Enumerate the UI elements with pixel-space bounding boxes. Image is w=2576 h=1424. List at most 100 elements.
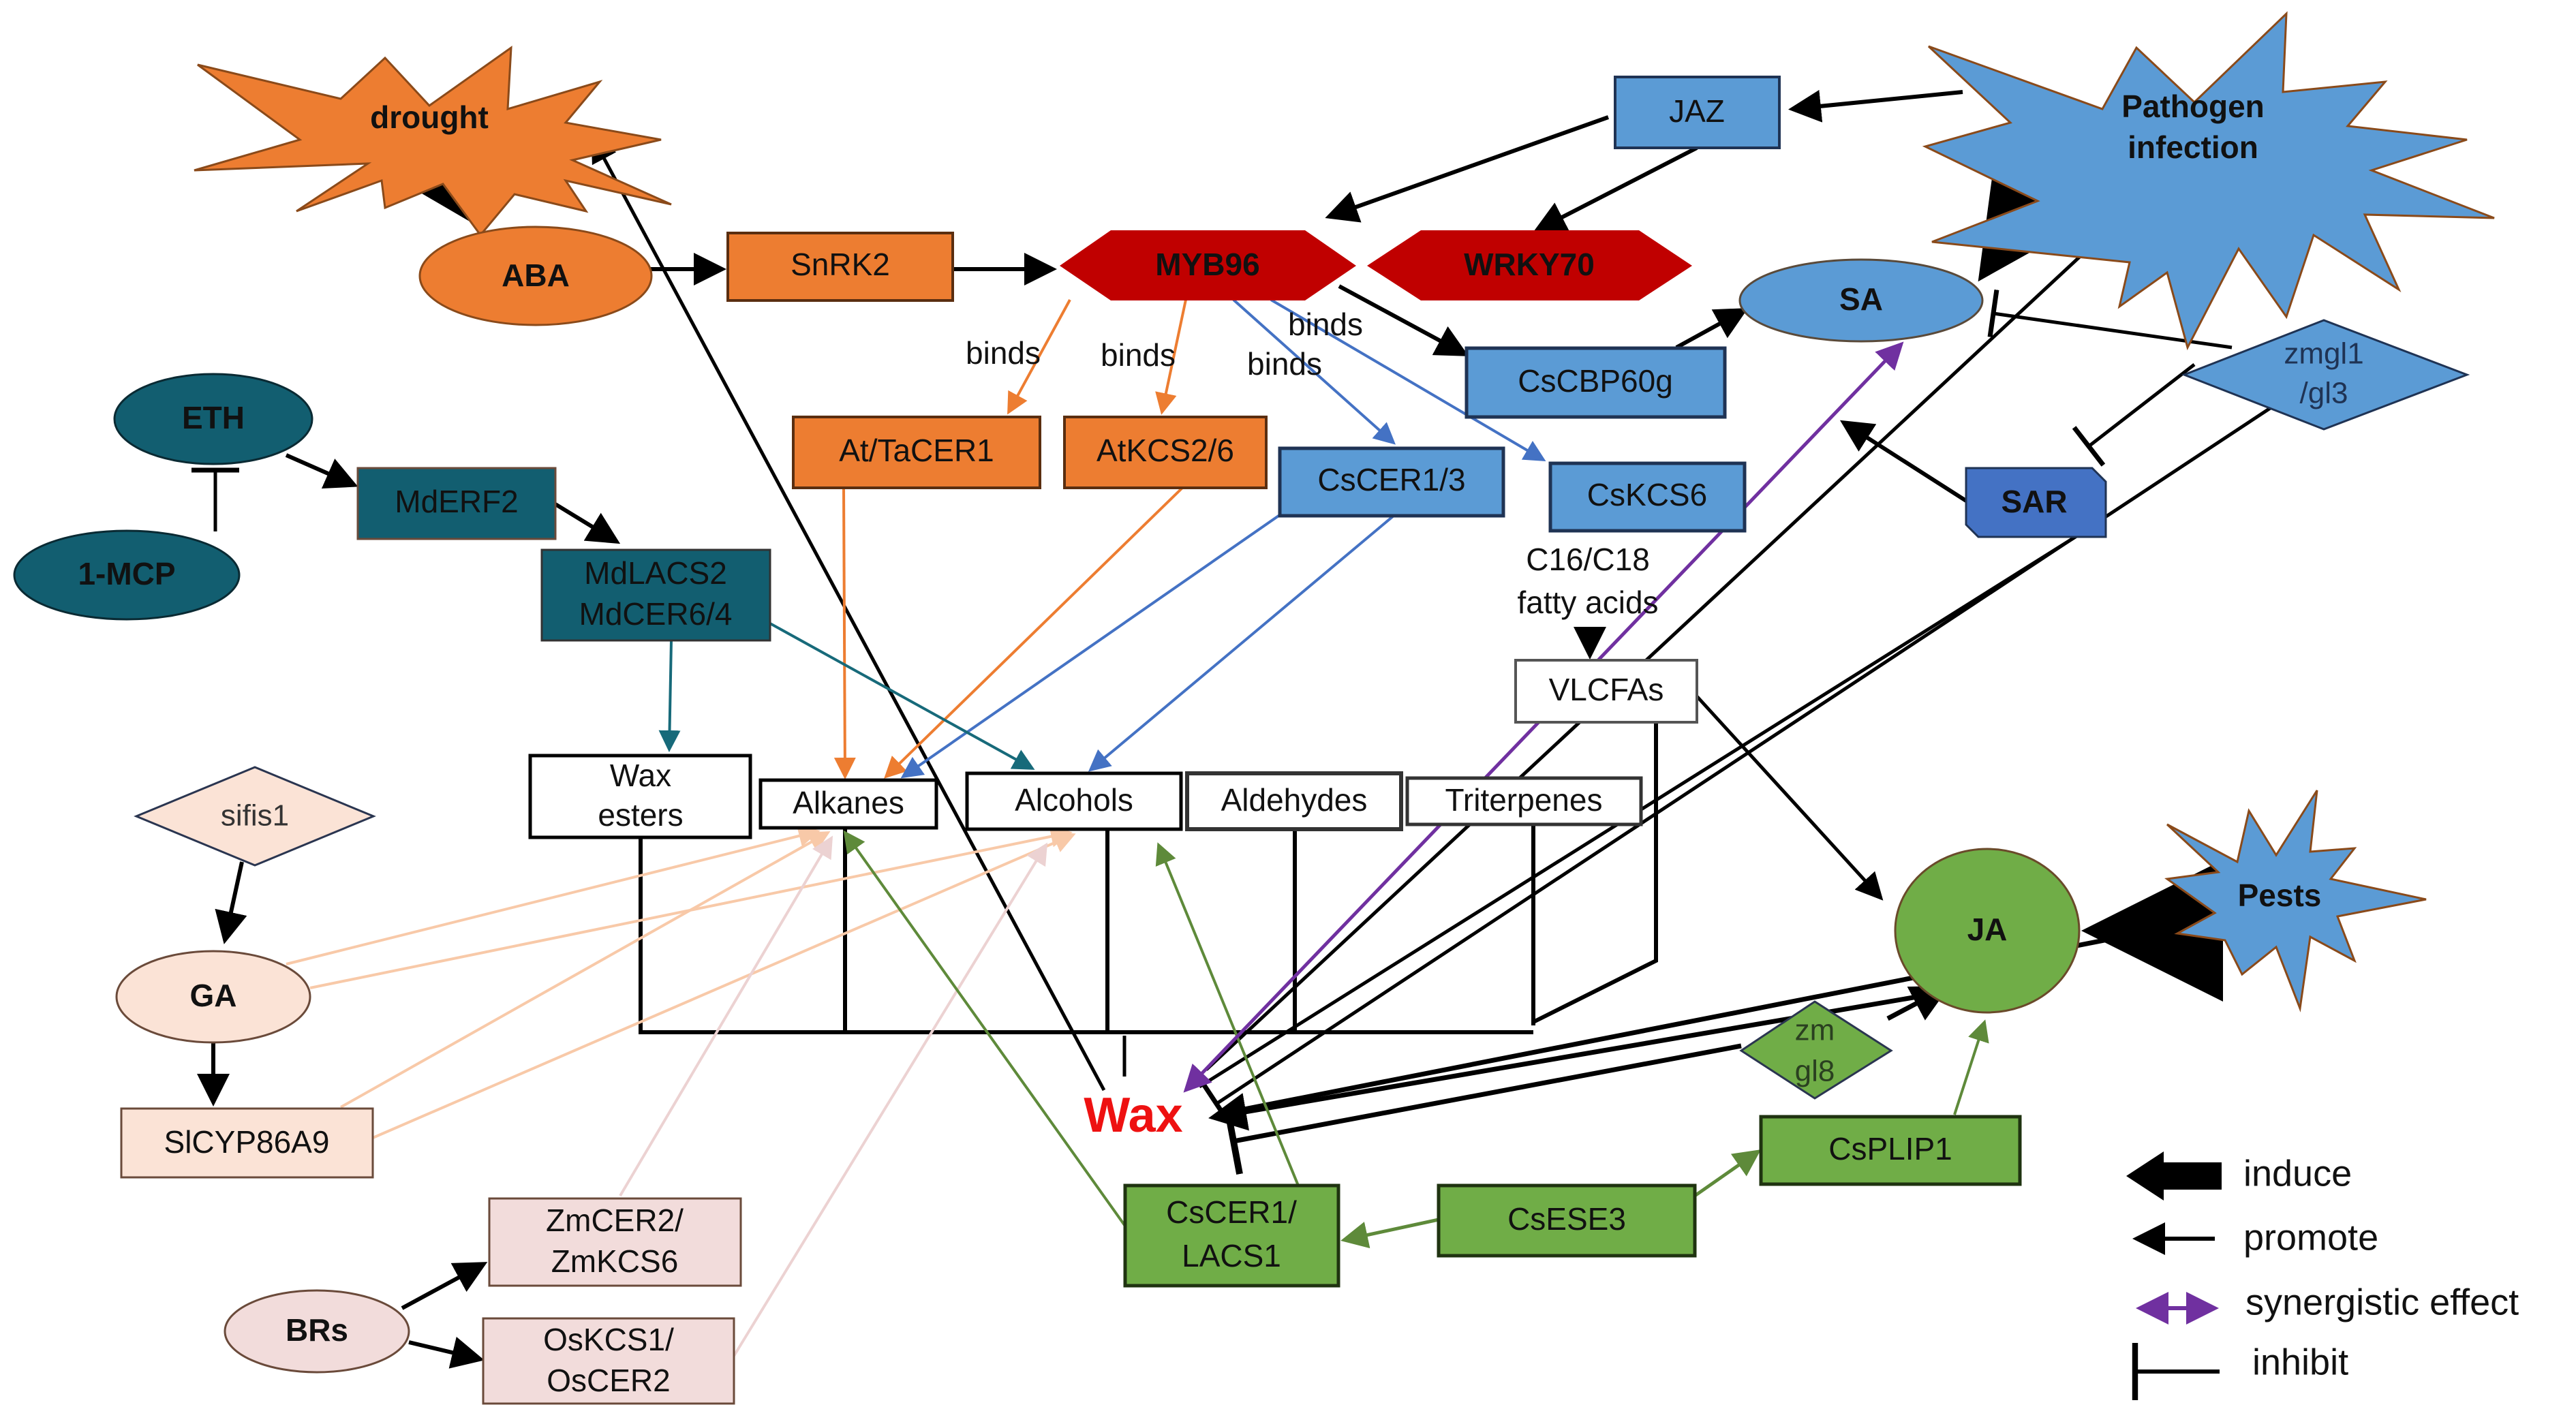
node-ga: GA — [115, 950, 311, 1044]
brs-label: BRs — [286, 1312, 348, 1348]
edge-mdlacs2-waxesters — [658, 640, 681, 752]
oskcs1-label-line2: OsCER2 — [547, 1363, 670, 1398]
node-alkanes: Alkanes — [758, 778, 938, 830]
alkanes-box — [758, 778, 938, 830]
cscer13-box — [1278, 446, 1505, 518]
wrky70-label: WRKY70 — [1464, 247, 1595, 282]
edge-cscer13-alcohols — [1088, 514, 1395, 772]
mdlacs2-box — [540, 548, 771, 642]
node-alcohols: Alcohols — [965, 771, 1183, 831]
cskcs6-box — [1548, 461, 1747, 533]
node-cscer13: CsCER1/3 — [1278, 446, 1505, 518]
edge-slcyp-alkanes — [340, 831, 831, 1109]
induce-arrow-icon — [2126, 1151, 2222, 1201]
triterpenes-box — [1405, 776, 1643, 826]
node-sa: SA — [1738, 258, 1984, 343]
edge-jaz-myb96 — [1325, 115, 1610, 223]
node-attacer1: At/TaCER1 — [792, 416, 1041, 489]
vlcfas-box — [1514, 659, 1698, 724]
cscer1-lacs1-box — [1123, 1183, 1340, 1288]
aldehydes-label: Aldehydes — [1221, 782, 1368, 818]
edge-cscer1lacs1-alkanes — [843, 830, 1129, 1231]
alcohols-label: Alcohols — [1015, 782, 1133, 818]
mcp-label: 1-MCP — [78, 556, 175, 591]
zmcer2-label-line2: ZmKCS6 — [551, 1243, 679, 1279]
edge-cscbp60g-sa — [1675, 308, 1749, 350]
node-brs: BRs — [224, 1289, 410, 1374]
aba-ellipse — [418, 226, 653, 326]
node-wrky70: WRKY70 — [1367, 230, 1692, 300]
wrky70-hexagon — [1367, 230, 1692, 300]
node-pests: Pests — [2164, 790, 2427, 1012]
edge-csplip1-ja — [1953, 1019, 1989, 1115]
node-mderf2: MdERF2 — [356, 467, 557, 540]
node-triterpenes: Triterpenes — [1405, 776, 1643, 826]
fatty-acids-label-line2: fatty acids — [1517, 585, 1658, 620]
csplip1-box — [1759, 1115, 2022, 1186]
edge-mderf2-mdlacs2 — [554, 502, 621, 544]
aba-label: ABA — [502, 258, 570, 293]
pathogen-label-line2: infection — [2128, 129, 2258, 165]
ja-circle — [1894, 848, 2081, 1014]
mderf2-box — [356, 467, 557, 540]
edge-zmcer2-alkanes — [619, 835, 833, 1197]
node-myb96: MYB96 — [1060, 230, 1356, 300]
node-aldehydes: Aldehydes — [1185, 771, 1403, 831]
zmgl8-diamond — [1739, 1000, 1893, 1100]
myb96-label: MYB96 — [1155, 247, 1259, 282]
node-csplip1: CsPLIP1 — [1759, 1115, 2022, 1186]
cscer1-lacs1-label-line1: CsCER1/ — [1166, 1194, 1297, 1230]
zmcer2-label-line1: ZmCER2/ — [546, 1203, 684, 1238]
legend: induce promote synergistic effect inhibi… — [2126, 1151, 2519, 1400]
node-eth: ETH — [113, 373, 313, 465]
edge-atkcs26-alkanes — [884, 486, 1184, 779]
node-oskcs1-oscer2: OsKCS1/ OsCER2 — [482, 1317, 735, 1405]
cscer13-label: CsCER1/3 — [1317, 462, 1465, 497]
node-ja: JA — [1894, 848, 2081, 1014]
edge-myb96-atkcs26 — [1155, 299, 1187, 415]
eth-label: ETH — [182, 400, 245, 435]
edge-brs-oskcs1 — [408, 1336, 485, 1369]
alcohols-box — [965, 771, 1183, 831]
wax-components-bracket — [639, 722, 1658, 1034]
oskcs1-box — [482, 1317, 735, 1405]
myb96-hexagon — [1060, 230, 1356, 300]
sa-ellipse — [1738, 258, 1984, 343]
node-snrk2: SnRK2 — [726, 232, 954, 302]
edge-csese3-csplip1 — [1693, 1149, 1762, 1198]
edge-eth-mderf2 — [285, 453, 358, 489]
triterpenes-label: Triterpenes — [1445, 782, 1603, 818]
node-slcyp86a9: SlCYP86A9 — [120, 1107, 374, 1179]
binds-label-cskcs6: binds — [1288, 307, 1363, 342]
ja-label: JA — [1967, 912, 2008, 947]
edge-oskcs1-alcohols — [733, 842, 1048, 1357]
edge-attacer1-alkanes — [833, 487, 856, 779]
node-aba: ABA — [418, 226, 653, 326]
node-zmcer2-zmkcs6: ZmCER2/ ZmKCS6 — [488, 1197, 742, 1287]
slcyp86a9-box — [120, 1107, 374, 1179]
legend-label-promote: promote — [2243, 1217, 2378, 1258]
edge-brs-zmcer2 — [401, 1262, 488, 1310]
legend-label-synergistic: synergistic effect — [2245, 1282, 2519, 1322]
node-wax-esters: Wax esters — [528, 754, 752, 839]
cscbp60g-box — [1465, 346, 1727, 419]
sa-label: SA — [1839, 281, 1883, 317]
drought-label: drought — [370, 99, 489, 135]
atkcs26-box — [1063, 416, 1268, 489]
edge-wax-drought — [591, 134, 1106, 1092]
brs-ellipse — [224, 1289, 410, 1374]
edge-sifis1-ga — [215, 861, 247, 944]
snrk2-box — [726, 232, 954, 302]
csplip1-label: CsPLIP1 — [1828, 1131, 1952, 1166]
fatty-acids-label-line1: C16/C18 — [1526, 542, 1650, 577]
mdlacs2-label-line1: MdLACS2 — [584, 555, 727, 591]
node-atkcs26: AtKCS2/6 — [1063, 416, 1268, 489]
edge-mdlacs2-alcohols — [769, 622, 1035, 770]
oskcs1-label-line1: OsKCS1/ — [543, 1322, 674, 1357]
edge-csese3-cscer1lacs1 — [1340, 1218, 1439, 1249]
sifis1-label: sifis1 — [221, 799, 289, 833]
vlcfas-label: VLCFAs — [1549, 672, 1664, 707]
ga-ellipse — [115, 950, 311, 1044]
node-1mcp: 1-MCP — [13, 529, 241, 621]
